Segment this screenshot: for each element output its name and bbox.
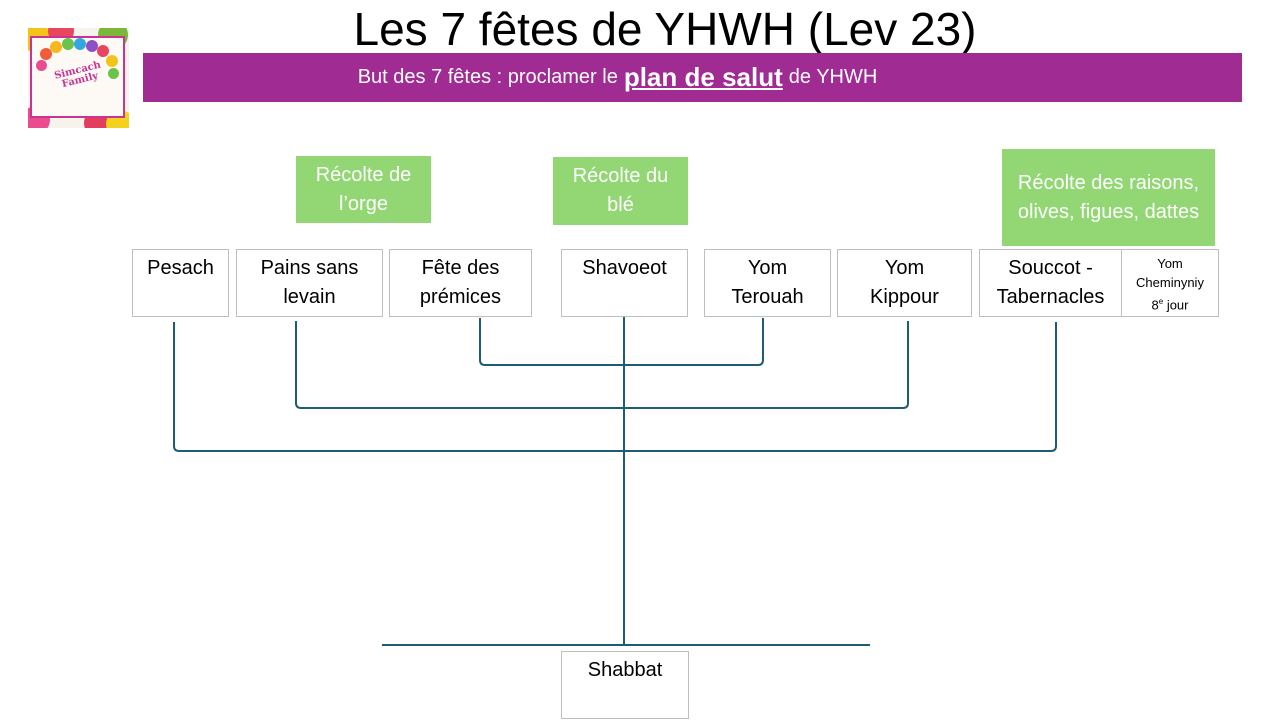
simcach-family-logo: Simcach Family (28, 28, 129, 128)
feast-souccot: Souccot - Tabernacles (979, 249, 1122, 317)
harvest-orge: Récolte de l’orge (296, 156, 431, 223)
cheminyniy-num: 8 (1151, 297, 1159, 313)
harvest-fruits: Récolte des raisons, olives, figues, dat… (1002, 149, 1215, 246)
cheminyniy-day: 8e jour (1122, 292, 1218, 314)
cheminyniy-day-word: jour (1166, 297, 1189, 313)
cheminyniy-sup: e (1158, 297, 1164, 306)
feast-yom-kippour: Yom Kippour (837, 249, 972, 317)
connector-pains-kippour (295, 321, 909, 409)
feast-pains-sans-levain: Pains sans levain (236, 249, 383, 317)
connector-premices-terouah (479, 318, 764, 366)
shabbat-box: Shabbat (561, 651, 689, 719)
feast-shavoeot: Shavoeot (561, 249, 688, 317)
harvest-ble: Récolte du blé (553, 157, 688, 225)
connector-pesach-souccot (173, 322, 1057, 452)
cheminyniy-name: Yom Cheminyniy (1136, 256, 1204, 290)
feast-pesach: Pesach (132, 249, 229, 317)
feast-premices: Fête des prémices (389, 249, 532, 317)
purpose-banner: But des 7 fêtes : proclamer le plan de s… (143, 53, 1242, 102)
banner-suffix: de YHWH (788, 66, 878, 88)
banner-emphasis: plan de salut (623, 62, 783, 92)
banner-prefix: But des 7 fêtes : proclamer le (357, 66, 618, 88)
feast-yom-cheminyniy: Yom Cheminyniy 8e jour (1121, 249, 1219, 317)
page-title: Les 7 fêtes de YHWH (Lev 23) (353, 3, 977, 55)
feast-yom-terouah: Yom Terouah (704, 249, 831, 317)
